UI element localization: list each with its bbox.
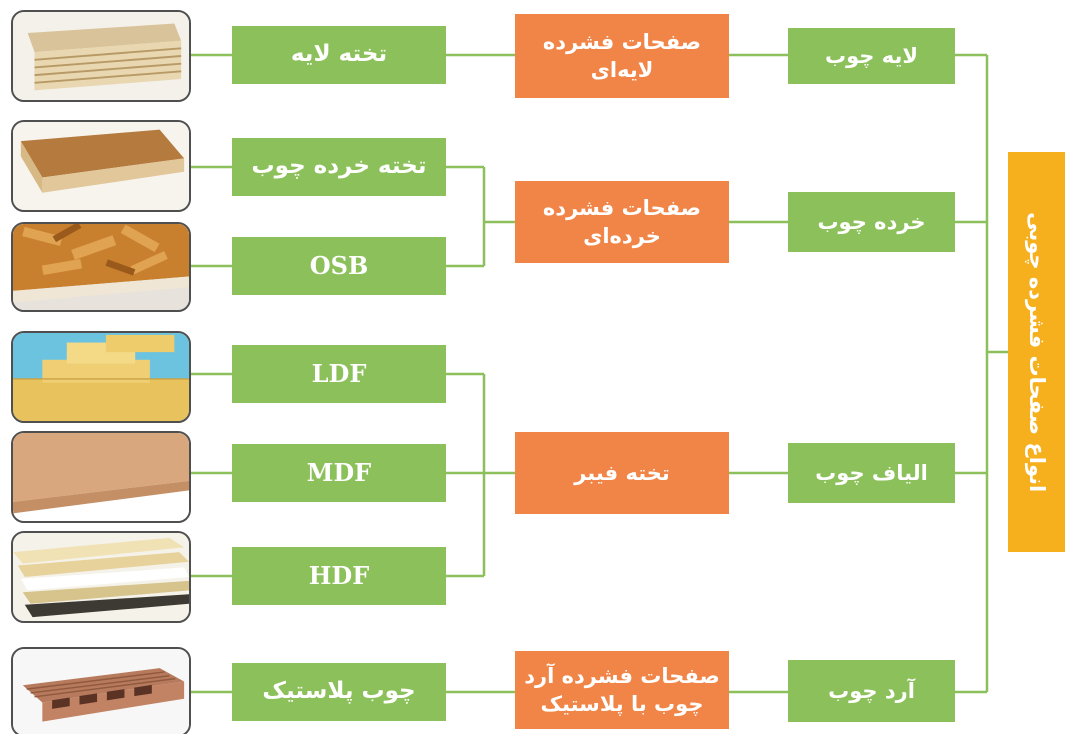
category-layered-line2: لایه‌ای bbox=[590, 58, 654, 82]
plywood-image bbox=[13, 12, 189, 100]
product-mdf-label: MDF bbox=[306, 457, 372, 487]
category-fiberboard-label: تخته فیبر bbox=[574, 460, 670, 485]
wpc-image bbox=[13, 649, 189, 734]
hdf-photo bbox=[11, 531, 191, 623]
source-chips-box: خرده چوب bbox=[788, 192, 955, 252]
particleboard-photo bbox=[11, 120, 191, 212]
product-particleboard-box: تخته خرده چوب bbox=[232, 138, 446, 196]
source-veneer-box: لایه چوب bbox=[788, 28, 955, 84]
category-wpc-box: صفحات فشرده آرد چوب با پلاستیک bbox=[515, 651, 729, 729]
category-chipboard-line1: صفحات فشرده bbox=[542, 195, 702, 220]
wpc-photo bbox=[11, 647, 191, 734]
ldf-image bbox=[13, 333, 189, 421]
category-wpc-line2: چوب با پلاستیک bbox=[540, 692, 704, 716]
osb-image bbox=[13, 224, 189, 310]
mdf-photo bbox=[11, 431, 191, 523]
product-osb-label: OSB bbox=[309, 250, 369, 280]
product-hdf-box: HDF bbox=[232, 547, 446, 605]
source-chips-label: خرده چوب bbox=[817, 209, 926, 234]
ldf-photo bbox=[11, 331, 191, 423]
mdf-image bbox=[13, 433, 189, 521]
source-flour-label: آرد چوب bbox=[828, 678, 915, 703]
source-fibers-label: الیاف چوب bbox=[815, 460, 928, 485]
product-osb-box: OSB bbox=[232, 237, 446, 295]
diagram-title-text: انواع صفحات فشرده چوبی bbox=[1025, 211, 1050, 493]
osb-photo bbox=[11, 222, 191, 312]
hdf-image bbox=[13, 533, 189, 621]
category-layered-line1: صفحات فشرده bbox=[542, 29, 702, 54]
diagram-title: انواع صفحات فشرده چوبی bbox=[1008, 152, 1065, 552]
product-plywood-label: تخته لایه bbox=[290, 41, 388, 68]
product-wpc-label: چوب پلاستیک bbox=[262, 678, 416, 705]
plywood-photo bbox=[11, 10, 191, 102]
product-mdf-box: MDF bbox=[232, 444, 446, 502]
product-hdf-label: HDF bbox=[308, 560, 370, 590]
source-veneer-label: لایه چوب bbox=[825, 43, 918, 68]
product-particleboard-label: تخته خرده چوب bbox=[251, 153, 427, 180]
source-fibers-box: الیاف چوب bbox=[788, 443, 955, 503]
particleboard-image bbox=[13, 122, 189, 210]
category-fiberboard-box: تخته فیبر bbox=[515, 432, 729, 514]
category-chipboard-line2: خرده‌ای bbox=[583, 224, 661, 248]
category-wpc-line1: صفحات فشرده آرد bbox=[524, 663, 720, 688]
source-flour-box: آرد چوب bbox=[788, 660, 955, 722]
category-chipboard-box: صفحات فشرده خرده‌ای bbox=[515, 181, 729, 263]
product-ldf-label: LDF bbox=[311, 358, 367, 388]
category-layered-box: صفحات فشرده لایه‌ای bbox=[515, 14, 729, 98]
product-wpc-box: چوب پلاستیک bbox=[232, 663, 446, 721]
product-plywood-box: تخته لایه bbox=[232, 26, 446, 84]
product-ldf-box: LDF bbox=[232, 345, 446, 403]
